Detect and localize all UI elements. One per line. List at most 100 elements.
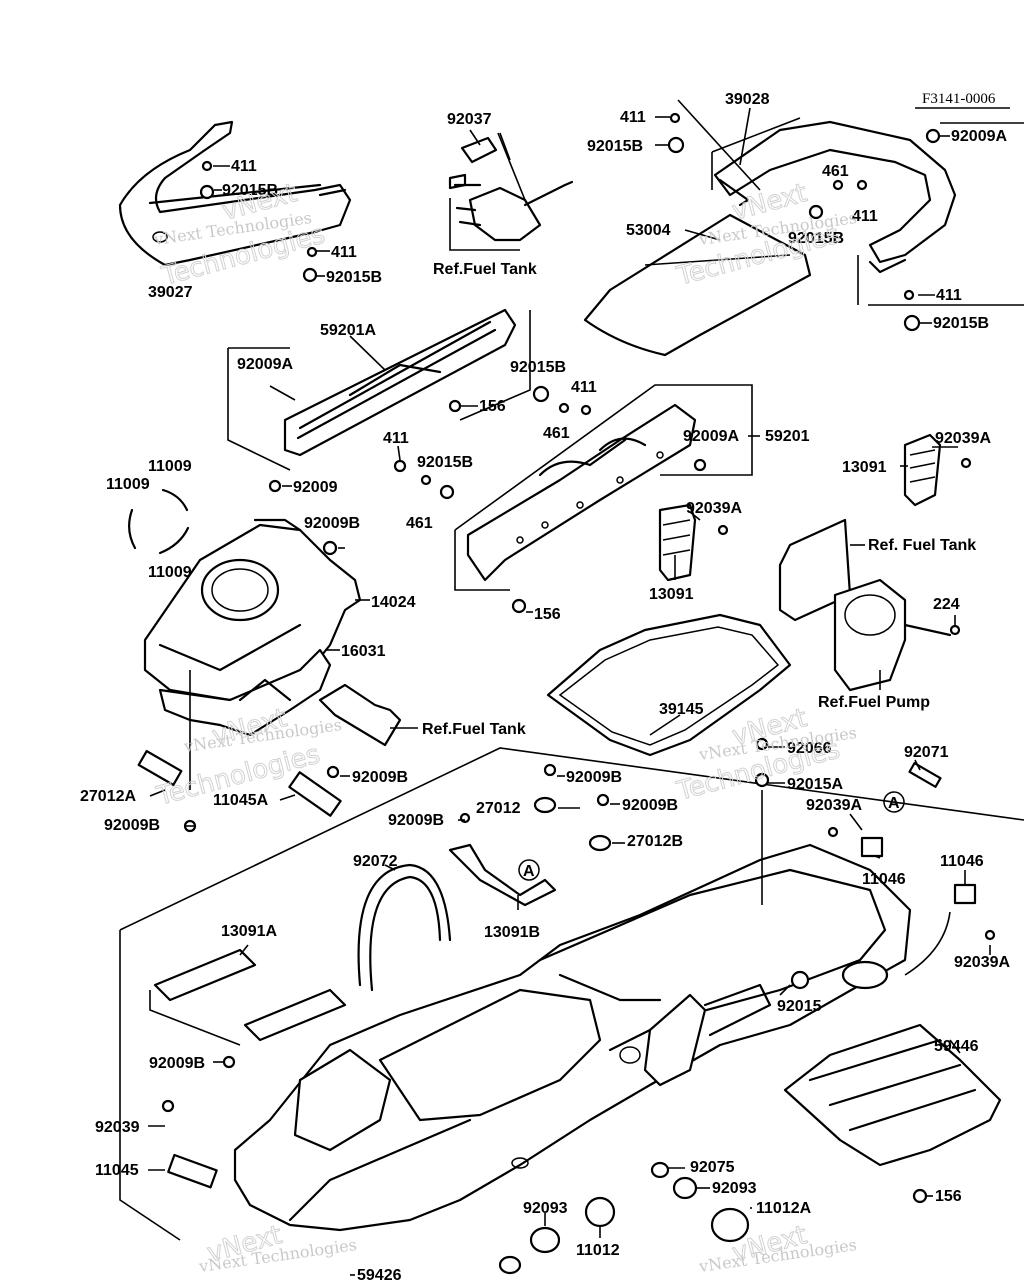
label-92039A-b: 92039A xyxy=(686,500,742,517)
label-92039: 92039 xyxy=(95,1119,140,1136)
label-224: 224 xyxy=(933,596,960,613)
label-411-a: 411 xyxy=(231,158,257,175)
clip-11045 xyxy=(167,1153,218,1189)
label-59446: 59446 xyxy=(934,1038,979,1055)
label-92039A-a: 92039A xyxy=(935,430,991,447)
label-11045A: 11045A xyxy=(213,792,269,809)
label-11009-a: 11009 xyxy=(148,458,192,475)
fitting-11012A xyxy=(710,1207,750,1243)
gasket-39145-inner xyxy=(558,626,780,746)
label-53004: 53004 xyxy=(626,222,671,239)
label-59201A: 59201A xyxy=(320,322,376,339)
label-11009-c: 11009 xyxy=(148,564,192,581)
bracket-13091B xyxy=(448,843,557,907)
label-411-b: 411 xyxy=(331,244,357,261)
label-11009-b: 11009 xyxy=(106,476,150,493)
label-411-c: 411 xyxy=(620,109,646,126)
label-13091-a: 13091 xyxy=(842,459,887,476)
label-411-e: 411 xyxy=(936,287,962,304)
label-92009B-a: 92009B xyxy=(304,515,360,532)
label-92093-b: 92093 xyxy=(712,1180,757,1197)
label-92066: 92066 xyxy=(787,740,832,757)
label-92075: 92075 xyxy=(690,1159,735,1176)
clip-27012B xyxy=(588,834,612,852)
label-11046-b: 11046 xyxy=(940,853,984,870)
label-14024: 14024 xyxy=(371,594,416,611)
cover-59201-box xyxy=(454,384,753,591)
label-92009A-a: 92009A xyxy=(951,128,1007,145)
label-156-a: 156 xyxy=(479,398,506,415)
label-39028: 39028 xyxy=(725,91,770,108)
strap-92072-inner xyxy=(369,875,442,992)
label-92009B-d: 92009B xyxy=(566,769,622,786)
label-461-b: 461 xyxy=(543,425,570,442)
label-13091B: 13091B xyxy=(484,924,540,941)
clip-11045A xyxy=(288,771,342,817)
label-92072: 92072 xyxy=(353,853,398,870)
label-ref-fuel-tank-2: Ref. Fuel Tank xyxy=(868,537,976,554)
label-92009A-c: 92009A xyxy=(683,428,739,445)
label-59426: 59426 xyxy=(357,1267,402,1280)
tank-cover-14024 xyxy=(143,518,362,702)
label-59201: 59201 xyxy=(765,428,810,445)
cap-bottom xyxy=(498,1255,522,1275)
label-92015: 92015 xyxy=(777,998,822,1015)
leader-lines xyxy=(148,99,991,1276)
damper-13091-lower xyxy=(658,503,697,582)
label-92015B-f: 92015B xyxy=(510,359,566,376)
label-13091-b: 13091 xyxy=(649,586,694,603)
hull-59426 xyxy=(233,843,912,1232)
label-92039A-c: 92039A xyxy=(806,797,862,814)
label-13091A: 13091A xyxy=(221,923,277,940)
bracket-11046-right xyxy=(953,883,977,905)
label-92009-a: 92009 xyxy=(293,479,338,496)
hose-to-pump-ref xyxy=(904,911,951,976)
bracket-11046-left xyxy=(860,836,884,858)
gasket-39145 xyxy=(546,613,792,757)
cover-59201A-box xyxy=(227,310,531,471)
clip-27012 xyxy=(533,796,557,814)
label-461-a: 461 xyxy=(822,163,849,180)
fuel-pump-assembly xyxy=(778,518,952,692)
pin-92071 xyxy=(908,762,942,788)
hose-11009-b xyxy=(161,488,189,512)
label-39145: 39145 xyxy=(659,701,704,718)
label-92015B-d: 92015B xyxy=(788,230,844,247)
tank-cover-16031 xyxy=(158,648,332,737)
label-27012: 27012 xyxy=(476,800,521,817)
seat-handle-39028 xyxy=(713,120,957,274)
label-92093-a: 92093 xyxy=(523,1200,568,1217)
label-411-g: 411 xyxy=(571,379,597,396)
bracket-ref-fuel-tank xyxy=(318,683,402,747)
label-92039A-d: 92039A xyxy=(954,954,1010,971)
label-39027: 39027 xyxy=(148,284,193,301)
bracket-13091A xyxy=(149,948,347,1046)
label-92009B-e: 92009B xyxy=(622,797,678,814)
damper-13091-upper xyxy=(903,433,942,507)
label-16031: 16031 xyxy=(341,643,386,660)
label-92009B-f: 92009B xyxy=(388,812,444,829)
clip-27012A xyxy=(137,749,183,787)
hose-11009-a xyxy=(128,508,137,550)
label-156-b: 156 xyxy=(534,606,561,623)
part-number-labels: 411 92015B 411 92015B 39027 92037 Ref.Fu… xyxy=(80,91,1010,1280)
callout-circle-a-mid xyxy=(518,859,540,881)
label-411-f: 411 xyxy=(383,430,409,447)
label-92009B-c: 92009B xyxy=(352,769,408,786)
cover-59201A xyxy=(283,308,517,457)
fitting-92093-left xyxy=(529,1226,561,1254)
hose-11009-c xyxy=(158,526,190,555)
label-11045: 11045 xyxy=(95,1162,139,1179)
label-ref-fuel-tank-3: Ref.Fuel Tank xyxy=(422,721,526,738)
label-92015B-c: 92015B xyxy=(587,138,643,155)
label-11046-a: 11046 xyxy=(862,871,906,888)
label-92009B-b: 92009B xyxy=(104,817,160,834)
label-11012: 11012 xyxy=(576,1242,620,1259)
handle-group-box xyxy=(711,117,1024,306)
seat-53004 xyxy=(583,213,812,357)
label-92009B-g: 92009B xyxy=(149,1055,205,1072)
callout-circle-a-right xyxy=(883,791,905,813)
label-27012B: 27012B xyxy=(627,833,683,850)
